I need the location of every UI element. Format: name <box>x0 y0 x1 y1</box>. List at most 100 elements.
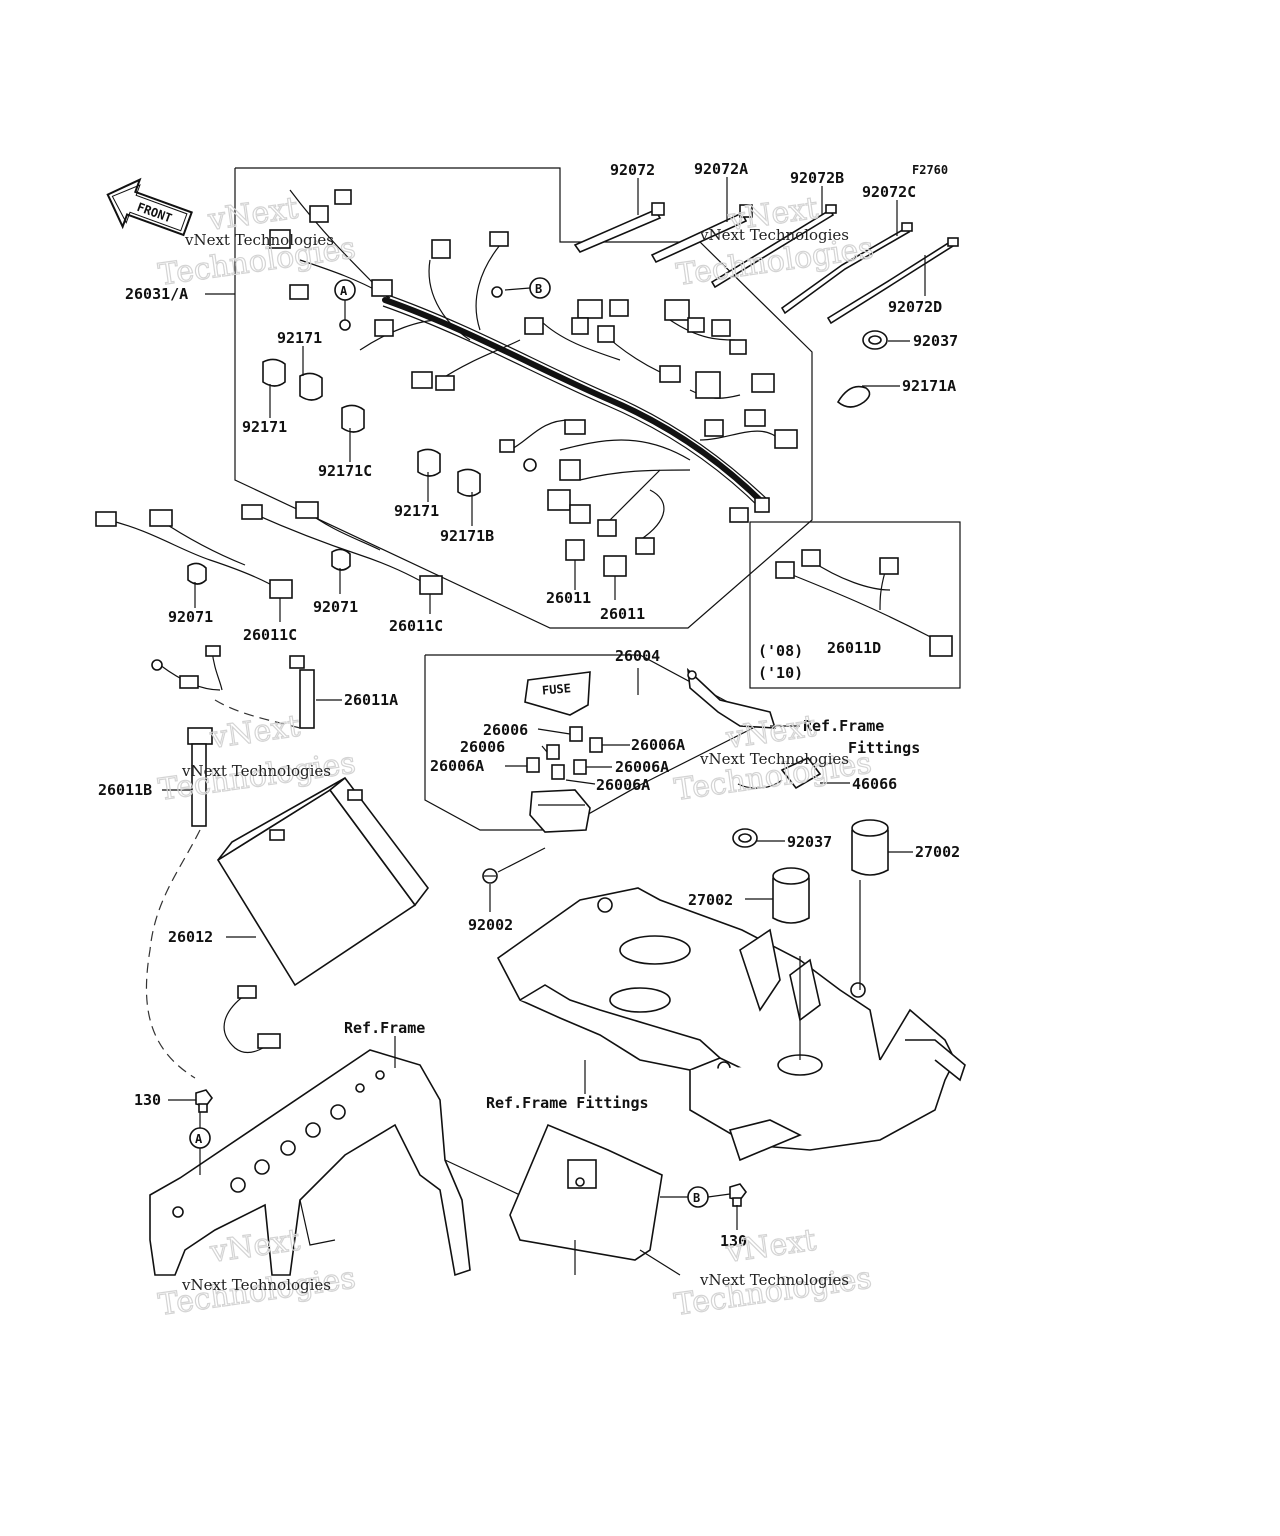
svg-text:FUSE: FUSE <box>541 681 571 697</box>
fuse-26006A-d <box>573 759 587 775</box>
front-arrow-icon: FRONT <box>106 177 193 237</box>
cable-tie-92072D <box>826 237 959 325</box>
grommet-92171-lower <box>417 448 441 477</box>
label-ref-frame-fittings-1b: Fittings <box>848 739 920 757</box>
clip-92171A <box>836 385 871 408</box>
svg-text:B: B <box>535 282 542 296</box>
svg-text:vNext Technologies: vNext Technologies <box>181 1276 331 1294</box>
marker-b-bottom: B <box>687 1186 709 1208</box>
fuse-26006-a <box>569 726 583 742</box>
label-26006A-d: 26006A <box>596 776 650 794</box>
leader-lines <box>162 177 926 1230</box>
label-92171-upper: 92171 <box>277 329 322 347</box>
label-92072B: 92072B <box>790 169 844 187</box>
label-ref-frame: Ref.Frame <box>344 1019 425 1037</box>
fuse-26006A-a <box>589 737 603 753</box>
screw-92002 <box>482 868 498 884</box>
bracket-ref-frame-fittings <box>686 667 777 729</box>
label-year-08: ('08) <box>758 642 803 660</box>
label-26011C-a: 26011C <box>243 626 297 644</box>
damper-27002-right <box>851 819 889 876</box>
grommet-92171-left <box>262 358 286 387</box>
cable-lower-battery <box>223 985 281 1054</box>
marker-a-bottom: A <box>189 1127 211 1149</box>
frame-fittings <box>496 887 966 1162</box>
label-26011C-b: 26011C <box>389 617 443 635</box>
label-92171-left: 92171 <box>242 418 287 436</box>
label-92171A: 92171A <box>902 377 956 395</box>
label-26011D: 26011D <box>827 639 881 657</box>
svg-text:vNext: vNext <box>207 709 302 756</box>
sub-harness-26011C-left <box>95 509 293 599</box>
svg-text:B: B <box>693 1191 700 1205</box>
label-ref-frame-fittings-2: Ref.Frame Fittings <box>486 1094 649 1112</box>
cable-upper-battery <box>151 645 223 691</box>
svg-text:vNext Technologies: vNext Technologies <box>699 226 849 244</box>
fuse-26006A-b <box>526 757 540 773</box>
label-92037-top: 92037 <box>913 332 958 350</box>
cable-tie-92072B <box>710 204 837 289</box>
label-26011-a: 26011 <box>546 589 591 607</box>
label-46066: 46066 <box>852 775 897 793</box>
bolt-130-left <box>195 1089 213 1113</box>
fuse-26006A-c <box>551 764 565 780</box>
label-130-left: 130 <box>134 1091 161 1109</box>
sub-harness-26011D-box <box>749 521 961 689</box>
label-26006A-a: 26006A <box>631 736 685 754</box>
bracket-lower-center <box>509 1123 681 1276</box>
label-26011B: 26011B <box>98 781 152 799</box>
sub-harness-26011C-right <box>241 501 443 595</box>
label-year-10: ('10) <box>758 664 803 682</box>
label-92072D: 92072D <box>888 298 942 316</box>
label-26011A: 26011A <box>344 691 398 709</box>
frame <box>149 1049 546 1277</box>
svg-text:vNext Technologies: vNext Technologies <box>699 1271 849 1289</box>
svg-text:Technologies: Technologies <box>672 1261 873 1323</box>
label-92072A: 92072A <box>694 160 748 178</box>
fuse-group-outline <box>424 654 767 831</box>
relay-46066 <box>737 757 822 790</box>
harness-group-outline <box>234 167 813 629</box>
label-92071-a: 92071 <box>168 608 213 626</box>
label-92037-mid: 92037 <box>787 833 832 851</box>
label-26006A-c: 26006A <box>615 758 669 776</box>
grommet-92171C <box>341 404 365 433</box>
label-92072C: 92072C <box>862 183 916 201</box>
cable-tie-92072 <box>573 202 665 253</box>
svg-text:vNext Technologies: vNext Technologies <box>699 750 849 768</box>
label-92171B: 92171B <box>440 527 494 545</box>
fuse-box-cover: FUSE <box>524 671 591 716</box>
label-26031: 26031/A <box>125 285 188 303</box>
label-92171-lower: 92171 <box>394 502 439 520</box>
label-130-right: 130 <box>720 1232 747 1250</box>
svg-text:A: A <box>340 284 348 298</box>
label-26011-b: 26011 <box>600 605 645 623</box>
label-ref-frame-fittings-1: Ref.Frame <box>803 717 884 735</box>
bolt-130-right <box>729 1183 747 1207</box>
svg-text:vNext Technologies: vNext Technologies <box>184 231 334 249</box>
sub-harness-26011D <box>775 549 953 657</box>
connector-26011-b <box>603 555 627 577</box>
clamp-92037-top <box>862 330 888 350</box>
cable-tie-92072A <box>650 204 753 264</box>
clamp-92037-mid <box>732 828 758 848</box>
label-26004: 26004 <box>615 647 660 665</box>
label-92171C: 92171C <box>318 462 372 480</box>
label-92071-b: 92071 <box>313 598 358 616</box>
grommet-92171-upper <box>299 372 323 401</box>
part-labels: 92072 92072A 92072B 92072C 92072D 92037 … <box>98 160 960 1250</box>
watermark-top-right: vNext Technologies vNext Technologies <box>674 190 877 293</box>
grommet-92171B <box>457 468 481 497</box>
fuse-box-base <box>529 789 591 833</box>
svg-text:vNext Technologies: vNext Technologies <box>181 762 331 780</box>
label-26006-b: 26006 <box>460 738 505 756</box>
battery-26012 <box>216 776 430 987</box>
label-92072: 92072 <box>610 161 655 179</box>
figure-code: F2760 <box>912 163 948 177</box>
label-26006A-b: 26006A <box>430 757 484 775</box>
cable-tie-92072C <box>780 222 913 315</box>
marker-b-top: B <box>529 277 551 299</box>
wire-26011B <box>187 727 213 827</box>
label-26006-a: 26006 <box>483 721 528 739</box>
